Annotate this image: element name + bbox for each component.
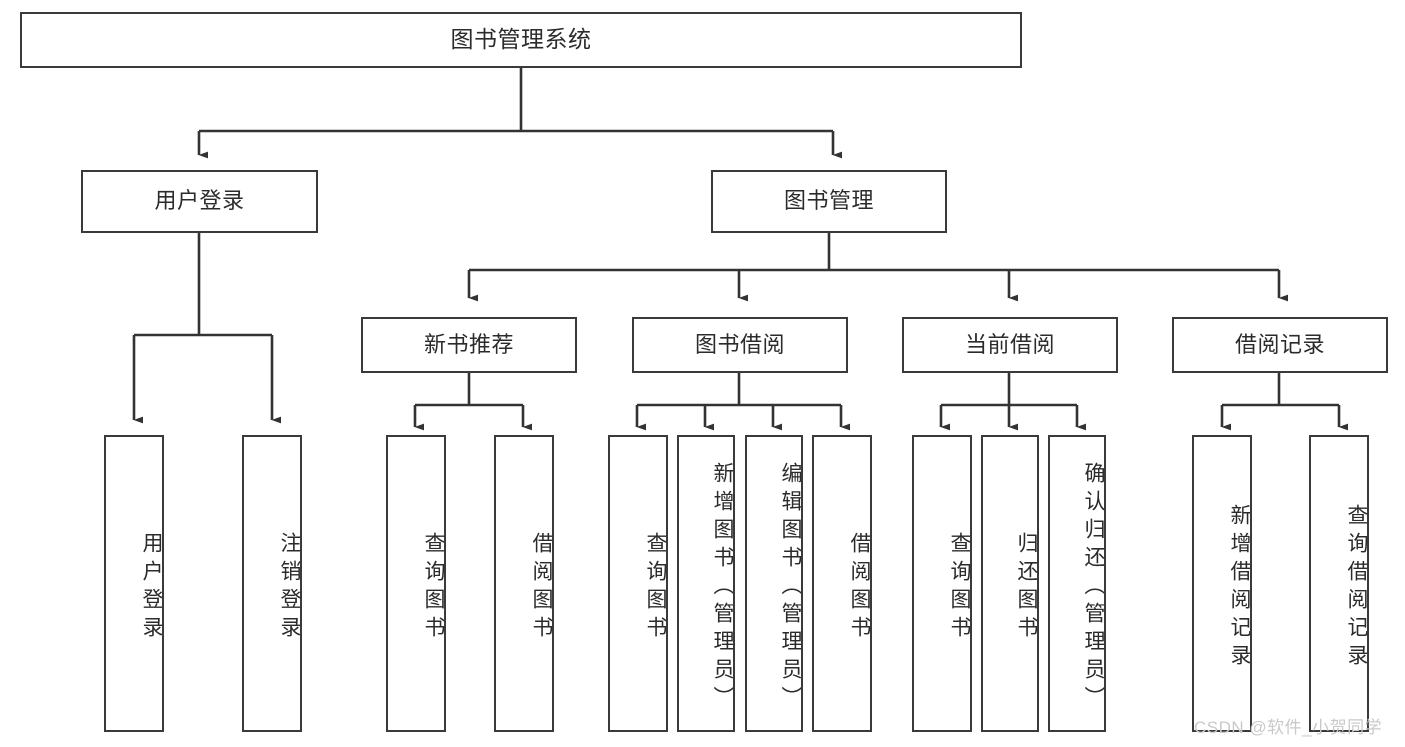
node-book-borrow-label: 图书借阅 bbox=[694, 331, 785, 357]
node-leaf-add-book-label: 新增图书（管理员） bbox=[711, 461, 734, 714]
node-leaf-return-book-label: 归还图书 bbox=[1015, 531, 1038, 644]
node-leaf-add-record[interactable]: 新增借阅记录 bbox=[1192, 435, 1252, 732]
node-leaf-query-book-3-label: 查询图书 bbox=[948, 531, 971, 644]
node-leaf-query-book-3[interactable]: 查询图书 bbox=[912, 435, 972, 732]
node-leaf-borrow-book-1[interactable]: 借阅图书 bbox=[494, 435, 554, 732]
node-root-label: 图书管理系统 bbox=[450, 26, 592, 53]
node-leaf-confirm-return-label: 确认归还（管理员） bbox=[1082, 461, 1105, 714]
watermark: CSDN @软件_小贺同学 bbox=[1194, 718, 1383, 737]
node-leaf-query-book-1-label: 查询图书 bbox=[422, 531, 445, 644]
node-book-management-label: 图书管理 bbox=[783, 188, 874, 214]
node-borrow-record[interactable]: 借阅记录 bbox=[1172, 317, 1388, 373]
node-user-login-label: 用户登录 bbox=[154, 188, 245, 214]
node-leaf-add-record-label: 新增借阅记录 bbox=[1228, 503, 1251, 672]
node-leaf-edit-book[interactable]: 编辑图书（管理员） bbox=[745, 435, 803, 732]
node-book-borrow[interactable]: 图书借阅 bbox=[632, 317, 848, 373]
node-leaf-user-login[interactable]: 用户登录 bbox=[104, 435, 164, 732]
node-leaf-user-login-label: 用户登录 bbox=[140, 531, 163, 644]
node-new-book-recommend[interactable]: 新书推荐 bbox=[361, 317, 577, 373]
node-current-borrow[interactable]: 当前借阅 bbox=[902, 317, 1118, 373]
node-root[interactable]: 图书管理系统 bbox=[20, 12, 1022, 68]
node-leaf-return-book[interactable]: 归还图书 bbox=[981, 435, 1039, 732]
node-borrow-record-label: 借阅记录 bbox=[1234, 331, 1325, 357]
node-current-borrow-label: 当前借阅 bbox=[964, 331, 1055, 357]
node-leaf-logout-login-label: 注销登录 bbox=[278, 531, 301, 644]
node-leaf-query-record-label: 查询借阅记录 bbox=[1345, 503, 1368, 672]
node-book-management[interactable]: 图书管理 bbox=[711, 170, 947, 233]
node-leaf-edit-book-label: 编辑图书（管理员） bbox=[779, 461, 802, 714]
node-leaf-query-book-1[interactable]: 查询图书 bbox=[386, 435, 446, 732]
node-leaf-confirm-return[interactable]: 确认归还（管理员） bbox=[1048, 435, 1106, 732]
node-leaf-add-book[interactable]: 新增图书（管理员） bbox=[677, 435, 735, 732]
node-leaf-query-book-2-label: 查询图书 bbox=[644, 531, 667, 644]
node-leaf-logout-login[interactable]: 注销登录 bbox=[242, 435, 302, 732]
node-new-book-recommend-label: 新书推荐 bbox=[423, 331, 514, 357]
node-leaf-borrow-book-2[interactable]: 借阅图书 bbox=[812, 435, 872, 732]
node-leaf-borrow-book-2-label: 借阅图书 bbox=[848, 531, 871, 644]
node-leaf-query-book-2[interactable]: 查询图书 bbox=[608, 435, 668, 732]
node-user-login[interactable]: 用户登录 bbox=[81, 170, 318, 233]
node-leaf-query-record[interactable]: 查询借阅记录 bbox=[1309, 435, 1369, 732]
node-leaf-borrow-book-1-label: 借阅图书 bbox=[530, 531, 553, 644]
